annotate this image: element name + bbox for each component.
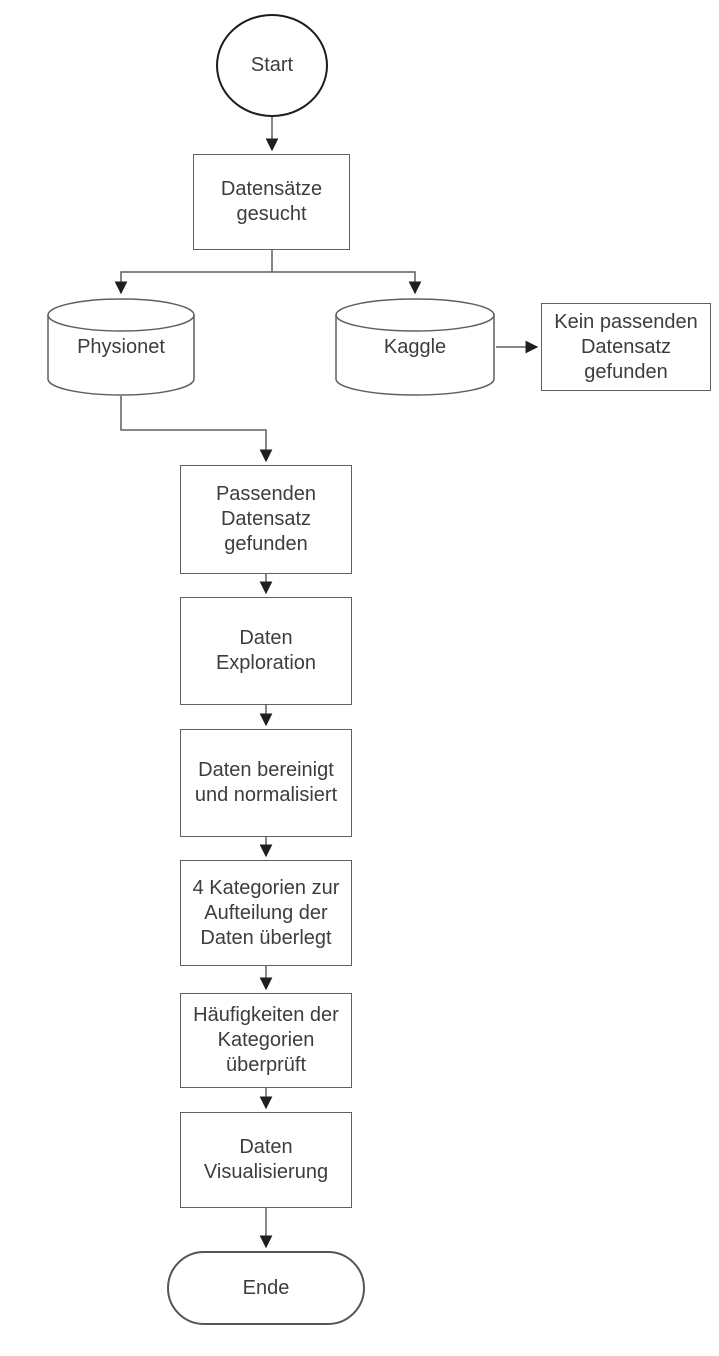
node-daten-visualisierung: Daten Visualisierung: [180, 1112, 352, 1208]
node-haeufigkeiten-ueberprueft-text: überprüft: [225, 1054, 307, 1076]
node-haeufigkeiten-ueberprueft-text: Häufigkeiten der: [193, 1004, 339, 1026]
node-daten-bereinigt-text: und normalisiert: [194, 784, 338, 806]
node-kein-passenden-datensatz-text: Kein passenden: [554, 310, 698, 333]
node-kategorien-ueberlegt-label: 4 Kategorien zur Aufteilung der Daten üb…: [193, 876, 340, 951]
node-start-label: Start: [251, 53, 293, 78]
node-passenden-datensatz-gefunden-text: gefunden: [224, 533, 308, 555]
node-kategorien-ueberlegt-text: 4 Kategorien zur: [192, 876, 340, 899]
node-physionet-label: Physionet: [77, 335, 165, 360]
node-kategorien-ueberlegt: 4 Kategorien zur Aufteilung der Daten üb…: [180, 860, 352, 966]
node-daten-exploration-text: Daten: [239, 627, 293, 649]
node-daten-exploration-label: Daten Exploration: [216, 626, 316, 676]
node-kategorien-ueberlegt-text: Daten überlegt: [200, 926, 332, 949]
node-kein-passenden-datensatz-text: Datensatz: [580, 335, 672, 358]
node-kategorien-ueberlegt-text: Aufteilung der: [204, 901, 328, 924]
node-ende-label: Ende: [243, 1276, 290, 1301]
cylinder-icon: [47, 298, 195, 396]
node-daten-exploration: Daten Exploration: [180, 597, 352, 705]
node-daten-visualisierung-text: Daten: [239, 1136, 293, 1158]
node-physionet-database: Physionet: [47, 298, 195, 396]
node-daten-bereinigt-label: Daten bereinigt und normalisiert: [195, 758, 337, 808]
node-datensaetze-gesucht-label: Datensätze gesucht: [221, 177, 322, 227]
node-datensaetze-gesucht: Datensätze gesucht: [193, 154, 350, 250]
node-start: Start: [216, 14, 328, 117]
node-daten-visualisierung-label: Daten Visualisierung: [204, 1135, 328, 1185]
node-ende: Ende: [167, 1251, 365, 1325]
node-physionet-text: Physionet: [77, 335, 165, 358]
node-kein-passenden-datensatz-text: gefunden: [584, 360, 668, 383]
node-haeufigkeiten-ueberprueft: Häufigkeiten der Kategorien überprüft: [180, 993, 352, 1088]
node-datensaetze-gesucht-text: Datensätze: [220, 178, 323, 200]
node-kaggle-database: Kaggle: [335, 298, 495, 396]
cylinder-icon: [335, 298, 495, 396]
node-kein-passenden-datensatz-label: Kein passenden Datensatz gefunden: [554, 310, 697, 385]
node-datensaetze-gesucht-text: gesucht: [236, 203, 307, 225]
node-passenden-datensatz-gefunden-text: Datensatz: [220, 508, 312, 530]
node-kein-passenden-datensatz: Kein passenden Datensatz gefunden: [541, 303, 711, 391]
edge-physionet-passenden: [120, 396, 273, 463]
node-daten-bereinigt: Daten bereinigt und normalisiert: [180, 729, 352, 837]
node-passenden-datensatz-gefunden: Passenden Datensatz gefunden: [180, 465, 352, 574]
node-kaggle-text: Kaggle: [383, 335, 447, 358]
node-passenden-datensatz-gefunden-text: Passenden: [215, 483, 317, 505]
edge-datensaetze-kaggle: [272, 271, 422, 295]
node-daten-exploration-text: Exploration: [215, 652, 317, 674]
node-daten-bereinigt-text: Daten bereinigt: [198, 759, 334, 781]
node-haeufigkeiten-ueberprueft-text: Kategorien: [217, 1029, 315, 1051]
edge-datensaetze-physionet: [114, 250, 273, 295]
node-daten-visualisierung-text: Visualisierung: [203, 1161, 329, 1183]
node-kaggle-label: Kaggle: [384, 335, 446, 360]
node-ende-text: Ende: [242, 1276, 290, 1299]
node-haeufigkeiten-ueberprueft-label: Häufigkeiten der Kategorien überprüft: [193, 1003, 339, 1078]
node-start-text: Start: [250, 54, 294, 76]
node-passenden-datensatz-gefunden-label: Passenden Datensatz gefunden: [216, 482, 316, 557]
